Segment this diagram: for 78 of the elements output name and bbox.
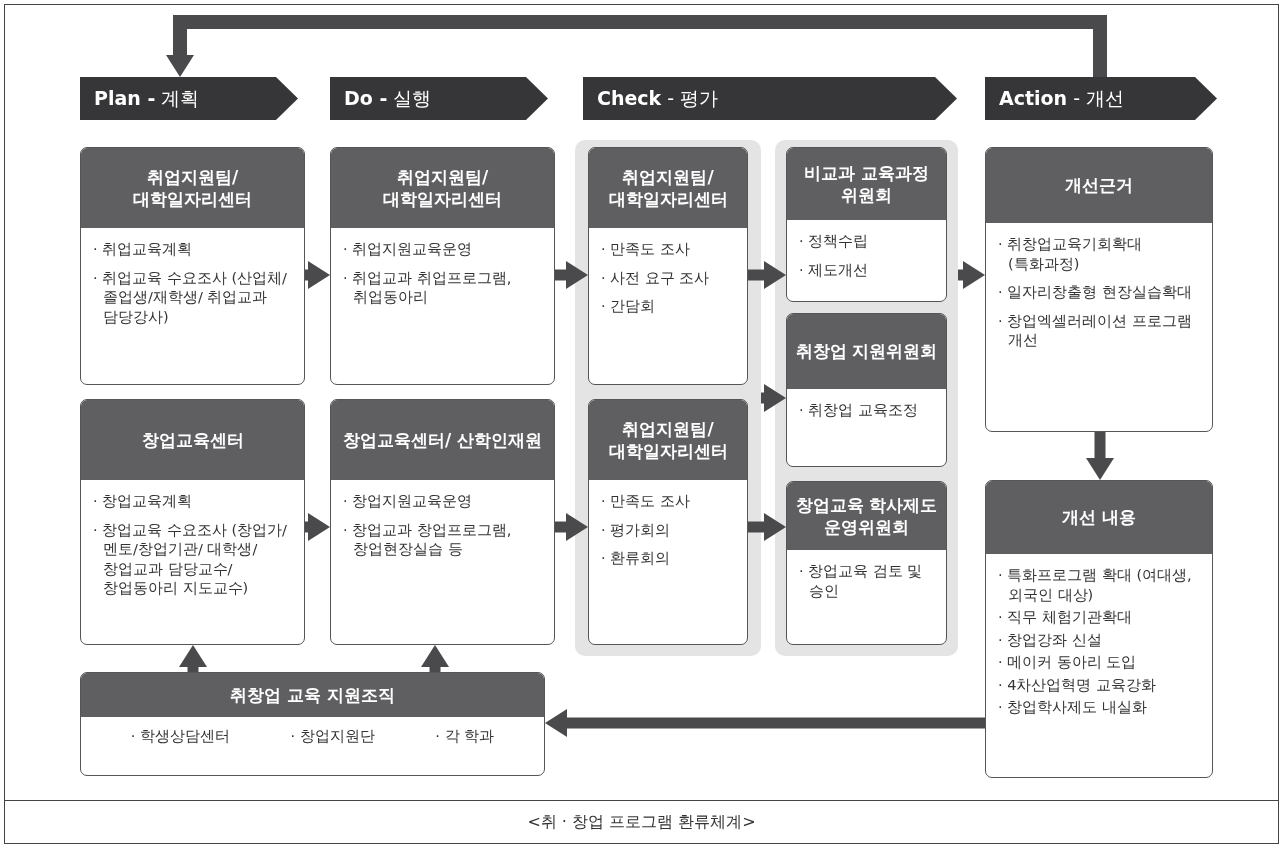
list-item: · 메이커 동아리 도입 bbox=[998, 653, 1138, 673]
arrow bbox=[421, 645, 449, 672]
phase-title: Do - 실행 bbox=[344, 85, 432, 111]
card-heading: 취업지원팀/ 대학일자리센터 bbox=[81, 148, 304, 228]
list-item: · 학생상담센터 bbox=[130, 727, 231, 746]
card bbox=[588, 399, 748, 645]
list-item: · 취업교과 취업프로그램, 취업동아리 bbox=[343, 268, 513, 308]
list-item: · 창업학사제도 내실화 bbox=[998, 698, 1148, 718]
list-item: · 창업엑셀러레이션 프로그램 개선 bbox=[998, 311, 1193, 351]
card-heading: 창업교육센터 bbox=[81, 400, 304, 480]
list-item: · 취창업 교육조정 bbox=[799, 401, 919, 420]
card bbox=[80, 147, 305, 385]
arrow bbox=[166, 15, 1107, 77]
list-item: · 창업교육계획 bbox=[93, 492, 194, 511]
caption: <취 · 창업 프로그램 환류체계> bbox=[526, 812, 757, 833]
card bbox=[786, 313, 947, 467]
list-item: · 창업강좌 신설 bbox=[998, 630, 1103, 650]
arrow bbox=[555, 513, 588, 541]
phase-title: Check - 평가 bbox=[597, 85, 719, 111]
list-item: · 특화프로그램 확대 (여대생, 외국인 대상) bbox=[998, 566, 1193, 605]
phase-banner bbox=[985, 77, 1217, 120]
list-item: · 창업교과 창업프로그램, 창업현장실습 등 bbox=[343, 520, 513, 560]
list-item: · 만족도 조사 bbox=[601, 240, 691, 259]
card bbox=[330, 399, 555, 645]
arrow bbox=[748, 513, 786, 541]
card-heading: 취업지원팀/ 대학일자리센터 bbox=[589, 400, 747, 480]
arrow bbox=[545, 709, 985, 737]
card-heading: 개선 내용 bbox=[986, 481, 1212, 554]
arrow bbox=[761, 384, 786, 412]
arrow bbox=[1086, 432, 1114, 480]
card bbox=[80, 672, 545, 776]
list-item: · 간담회 bbox=[601, 297, 657, 317]
card bbox=[80, 399, 305, 645]
list-item: · 일자리창출형 현장실습확대 bbox=[998, 283, 1193, 303]
list-item: · 취창업교육기회확대 (특화과정) bbox=[998, 235, 1144, 274]
arrow bbox=[748, 261, 786, 289]
list-item: · 취업교육계획 bbox=[93, 240, 194, 259]
list-item: · 창업지원단 bbox=[290, 727, 376, 746]
card bbox=[985, 147, 1213, 432]
card-heading: 취창업 지원위원회 bbox=[787, 314, 946, 389]
list-item: · 평가회의 bbox=[601, 520, 672, 540]
card-heading: 개선근거 bbox=[986, 148, 1212, 223]
list-item: · 창업교육 수요조사 (창업가/멘토/창업기관/ 대학생/창업교과 담당교수/ 창업동아리 지도교수) bbox=[93, 520, 288, 599]
list-item: · 창업교육 검토 및 승인 bbox=[799, 562, 924, 601]
list-item: · 창업지원교육운영 bbox=[343, 492, 474, 511]
list-item: · 취업교육 수요조사 (산업체/졸업생/재학생/ 취업교과 담당강사) bbox=[93, 268, 288, 327]
list-item: · 환류회의 bbox=[601, 549, 672, 569]
card bbox=[786, 147, 947, 302]
card-heading: 창업교육센터/ 산학인재원 bbox=[331, 400, 554, 480]
arrow bbox=[958, 261, 985, 289]
arrow bbox=[305, 513, 330, 541]
phase-banner bbox=[80, 77, 298, 120]
card-heading: 창업교육 학사제도 운영위원회 bbox=[787, 482, 946, 550]
arrow bbox=[305, 261, 330, 289]
card bbox=[786, 481, 947, 645]
arrow bbox=[179, 645, 207, 672]
phase-banner bbox=[330, 77, 548, 120]
list-item: · 사전 요구 조사 bbox=[601, 268, 711, 288]
card-heading: 취업지원팀/ 대학일자리센터 bbox=[331, 148, 554, 228]
arrow bbox=[555, 261, 588, 289]
card bbox=[985, 480, 1213, 778]
card-heading: 비교과 교육과정 위원회 bbox=[787, 148, 946, 220]
phase-title: Plan - 계획 bbox=[94, 85, 200, 111]
panel-background bbox=[775, 140, 958, 656]
list-item: · 정책수립 bbox=[799, 232, 870, 251]
card bbox=[330, 147, 555, 385]
list-item: · 취업지원교육운영 bbox=[343, 240, 474, 259]
list-item: · 직무 체험기관확대 bbox=[998, 608, 1133, 628]
phase-banner bbox=[583, 77, 957, 120]
card bbox=[588, 147, 748, 385]
panel-background bbox=[575, 140, 761, 656]
card-heading: 취창업 교육 지원조직 bbox=[81, 673, 544, 717]
card-heading: 취업지원팀/ 대학일자리센터 bbox=[589, 148, 747, 228]
list-item: · 4차산업혁명 교육강화 bbox=[998, 675, 1158, 695]
phase-title: Action - 개선 bbox=[999, 85, 1125, 111]
list-item: · 제도개선 bbox=[799, 260, 870, 280]
list-item: · 각 학과 bbox=[435, 727, 495, 746]
list-item: · 만족도 조사 bbox=[601, 492, 691, 511]
